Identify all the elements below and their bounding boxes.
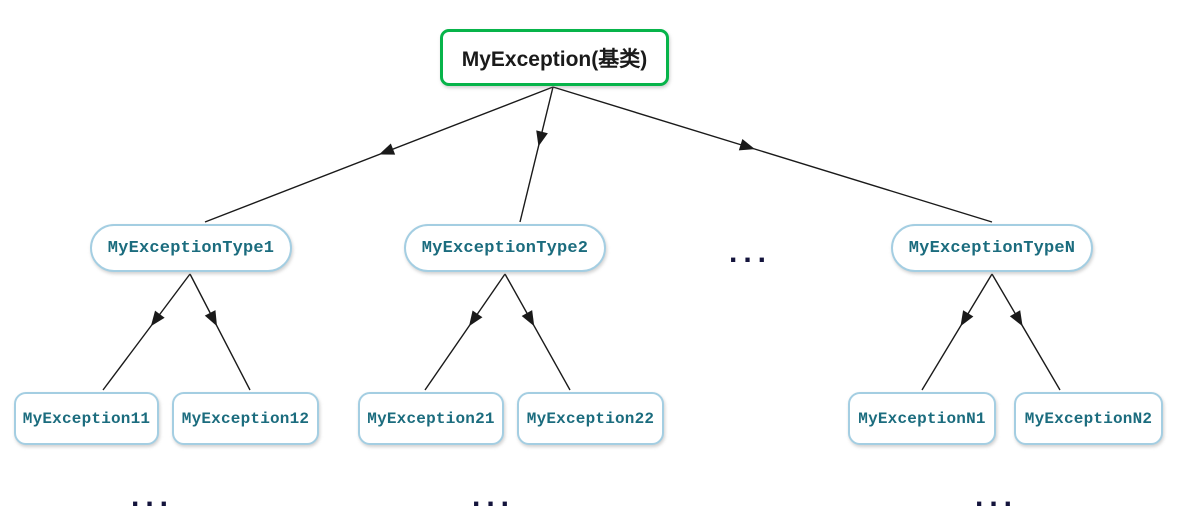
arrowhead-icon [379, 143, 396, 155]
node-myexception12[interactable]: MyException12 [172, 392, 319, 445]
arrowhead-icon [536, 130, 548, 147]
node-myexception22[interactable]: MyException22 [517, 392, 664, 445]
arrowhead-icon [521, 310, 535, 327]
arrowhead-icon [204, 310, 217, 327]
node-myexceptionn2[interactable]: MyExceptionN2 [1014, 392, 1163, 445]
node-myexceptiontypen[interactable]: MyExceptionTypeN [891, 224, 1093, 272]
edge-type1-to-e11 [102, 273, 191, 391]
edge-type2-to-e21 [424, 273, 506, 391]
node-myexception21[interactable]: MyException21 [358, 392, 504, 445]
edge-type2-to-e22 [504, 273, 571, 391]
arrowhead-icon [738, 138, 755, 151]
node-label: MyExceptionN1 [858, 409, 986, 428]
node-label: MyException21 [367, 409, 495, 428]
node-myexceptiontype1[interactable]: MyExceptionType1 [90, 224, 292, 272]
ellipsis-leaf-left: ... [131, 480, 175, 513]
edge-root-to-type2 [519, 86, 554, 223]
edge-typeN-to-eN1 [921, 273, 993, 391]
node-label: MyException11 [22, 409, 151, 428]
node-label: MyException12 [181, 409, 310, 428]
ellipsis-mid-row: ... [729, 236, 773, 269]
edge-root-to-typeN [552, 86, 993, 223]
node-myexceptionn1[interactable]: MyExceptionN1 [848, 392, 996, 445]
edge-root-to-type1 [204, 86, 554, 223]
ellipsis-leaf-middle: ... [472, 480, 516, 513]
arrowhead-icon [1009, 310, 1023, 327]
arrowhead-icon [150, 310, 165, 327]
node-myexception11[interactable]: MyException11 [14, 392, 159, 445]
node-label: MyExceptionN2 [1024, 409, 1153, 428]
node-myexceptiontype2[interactable]: MyExceptionType2 [404, 224, 606, 272]
node-root-label: MyException(基类) [461, 47, 648, 71]
edge-type1-to-e12 [189, 273, 251, 391]
edge-typeN-to-eN2 [991, 273, 1061, 391]
node-label: MyExceptionTypeN [908, 238, 1076, 258]
node-label: MyException22 [526, 409, 655, 428]
node-label: MyExceptionType1 [107, 238, 275, 258]
arrowhead-icon [960, 310, 974, 327]
node-label: MyExceptionType2 [421, 238, 589, 258]
node-root-myexception[interactable]: MyException(基类) [440, 29, 669, 86]
ellipsis-leaf-right: ... [975, 480, 1019, 513]
arrowhead-icon [469, 310, 483, 327]
